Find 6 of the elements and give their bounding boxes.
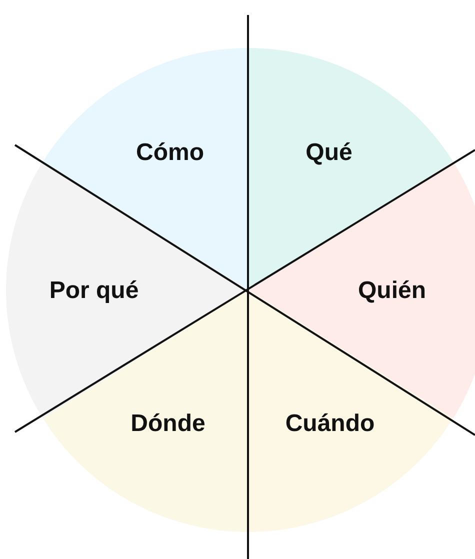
sector-label: Cómo [136,139,204,167]
sector-label: Dónde [130,410,206,438]
sector-label: Quién [358,277,426,305]
sector-label: Qué [306,139,352,167]
sector-label: Cuándo [285,410,375,438]
sector-label: Por qué [49,277,139,305]
